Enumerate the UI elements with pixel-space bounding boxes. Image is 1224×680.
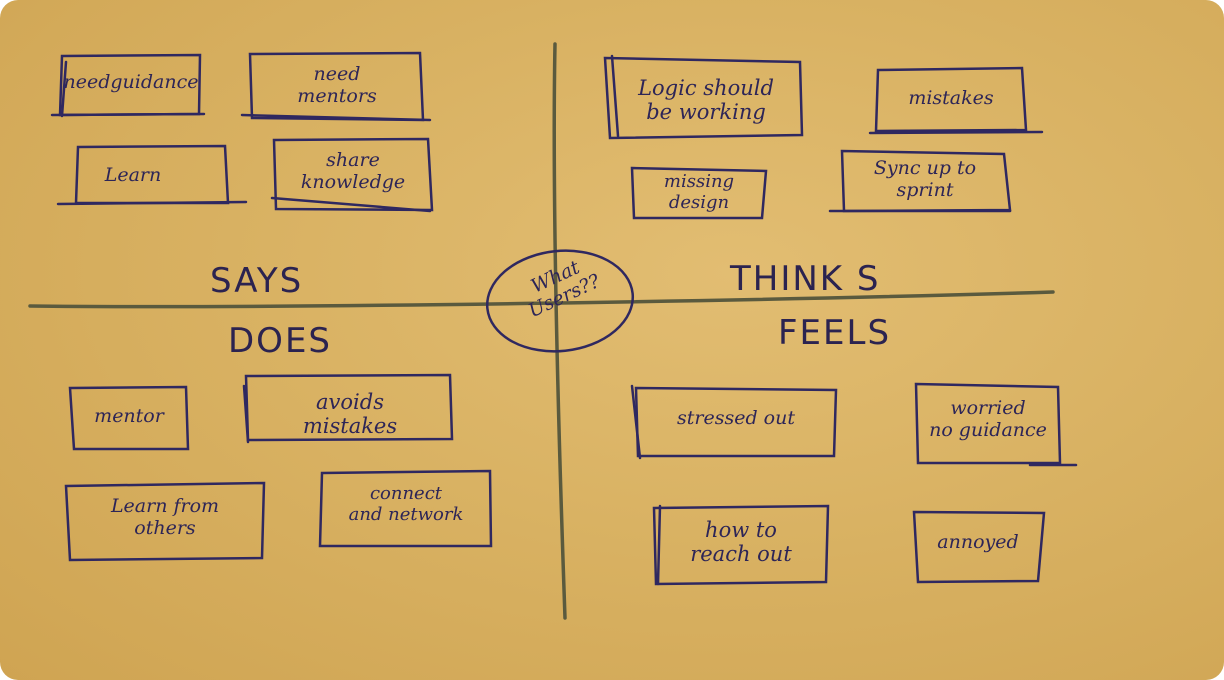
note-stressed-out: stressed out — [677, 407, 795, 429]
quadrant-title-thinks: THINK S — [730, 259, 881, 299]
quadrant-title-says: SAYS — [210, 261, 304, 301]
note-sync-up-to-sprint: Sync up to sprint — [873, 157, 977, 201]
box-does-mentor — [68, 385, 190, 451]
box-feels-how-to-reach — [652, 504, 830, 586]
center-circle — [485, 249, 635, 353]
note-need-guidance: needguidance — [63, 71, 199, 93]
quadrant-title-does: DOES — [228, 321, 333, 361]
box-thinks-logic — [603, 54, 804, 140]
box-does-learn-from-others — [64, 481, 266, 562]
note-logic-should-be-working: Logic should be working — [638, 76, 774, 125]
note-learn-from-others: Learn from others — [110, 495, 220, 539]
box-thinks-sync-up — [828, 149, 1012, 213]
note-share-knowledge: share knowledge — [300, 149, 406, 193]
box-says-need-guidance — [50, 53, 206, 118]
note-avoids-mistakes: avoids mistakes — [302, 390, 398, 439]
box-feels-annoyed — [912, 510, 1046, 584]
note-connect-and-network: connect and network — [348, 483, 464, 525]
box-says-share-knowledge — [270, 137, 434, 213]
vertical-divider — [552, 42, 567, 620]
box-feels-worried — [914, 382, 1078, 467]
note-need-mentors: need mentors — [297, 63, 377, 107]
box-says-learn — [56, 144, 248, 206]
note-missing-design: missing design — [663, 171, 735, 213]
box-thinks-mistakes — [868, 66, 1044, 135]
note-learn: Learn — [104, 164, 162, 186]
note-worried-no-guidance: worried no guidance — [929, 397, 1047, 441]
note-annoyed: annoyed — [937, 531, 1019, 553]
box-feels-stressed-out — [630, 384, 838, 460]
note-mentor: mentor — [94, 405, 164, 427]
quadrant-title-feels: FEELS — [778, 313, 892, 353]
box-does-connect-network — [318, 469, 493, 548]
note-how-to-reach-out: how to reach out — [690, 518, 792, 567]
horizontal-divider — [28, 290, 1055, 309]
box-thinks-missing-design — [630, 166, 768, 220]
box-does-avoids-mistakes — [242, 373, 454, 444]
box-says-need-mentors — [240, 51, 432, 122]
note-mistakes: mistakes — [908, 87, 994, 109]
